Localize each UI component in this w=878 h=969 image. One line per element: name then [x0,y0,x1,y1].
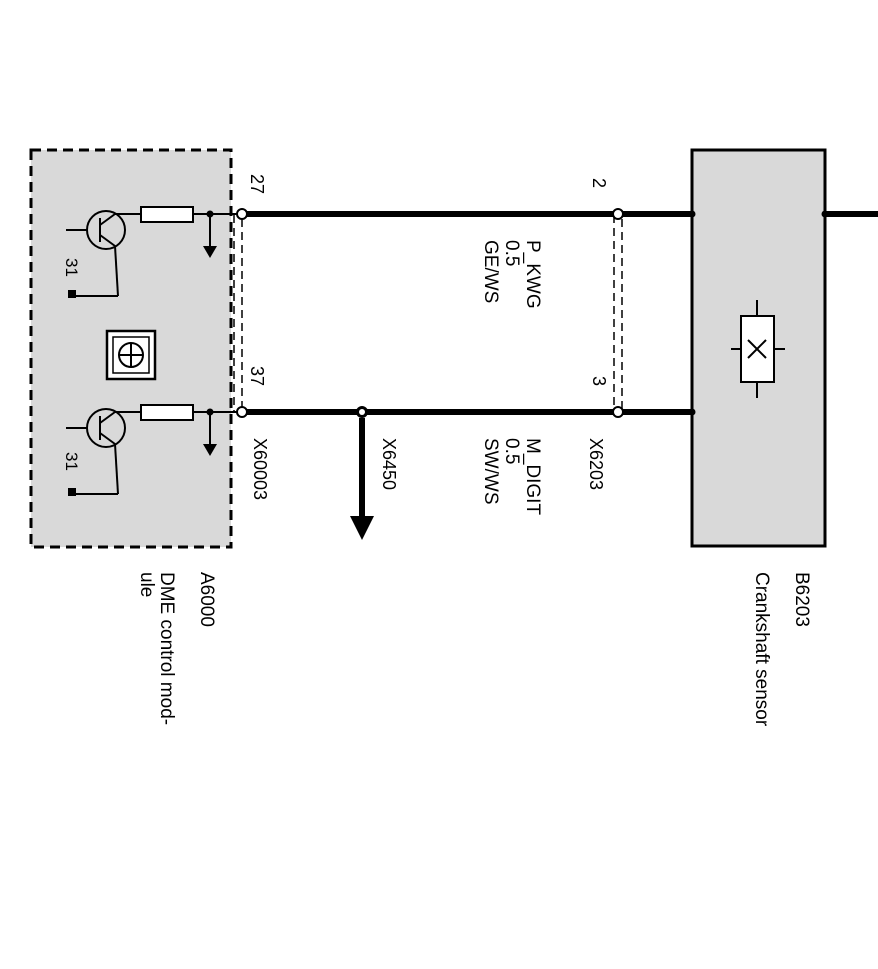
wire-upper-size: 0.5 [501,240,522,266]
dme-module-code: A6000 [196,572,217,627]
wire-upper-color: GE/WS [480,240,501,303]
ground-label-lower: 31 [62,452,81,471]
pin-27-label: 27 [247,174,267,194]
wire-upper-signal: P_KWG [522,240,543,309]
connector-x60003-label: X60003 [250,438,270,500]
dme-control-module[interactable]: 31 31 [29,148,238,549]
ground-symbol-icon [68,290,76,298]
branch-arrow-icon [350,516,374,540]
pin-3-label: 3 [589,376,609,386]
inductive-sensor-icon [731,300,785,398]
wire-lower-color: SW/WS [480,438,501,505]
sensor-connector-outline [613,213,623,413]
ground-symbol-icon [68,488,76,496]
upper-resistor-icon [140,206,194,223]
wire-lower-size: 0.5 [501,438,522,464]
crankshaft-sensor[interactable] [688,148,829,548]
dme-connector-outline [233,213,243,413]
ground-label-upper: 31 [62,258,81,277]
connector-x6450-label: X6450 [379,438,399,490]
lower-resistor-icon [140,404,194,421]
pin-2-label: 2 [589,178,609,188]
upper-pulldown-arrow-icon [203,214,217,258]
pin-37-label: 37 [247,366,267,386]
dme-module-name-line2: ule [136,572,157,597]
branch-x6450[interactable] [350,406,374,540]
crank-sensor-code: B6203 [791,572,812,627]
lower-transistor-icon [66,408,140,495]
connector-x6203-label: X6203 [586,438,606,490]
pin-terminal-icons [236,208,624,418]
dme-module-name-line1: DME control mod- [156,572,177,725]
control-unit-symbol-icon [105,329,157,381]
wire-lower-signal: M_DIGIT [522,438,543,515]
crank-sensor-name: Crankshaft sensor [751,572,772,727]
lower-pulldown-arrow-icon [203,412,217,456]
